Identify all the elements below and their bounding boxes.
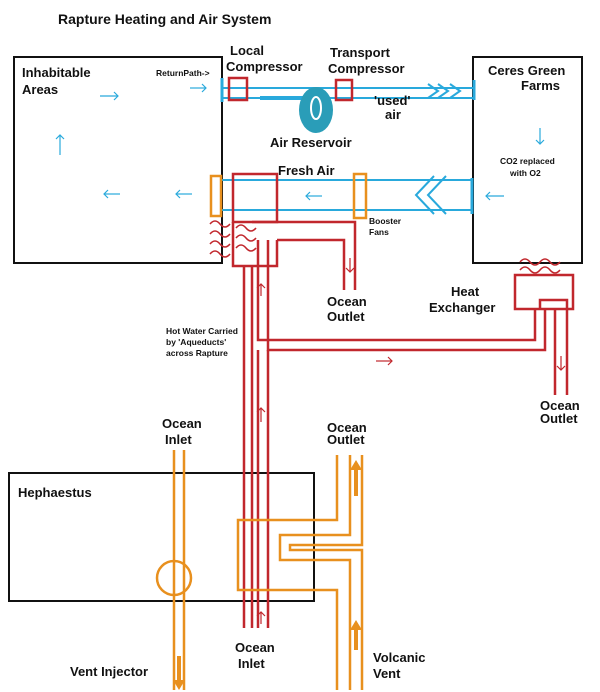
inhabitable-heating-coil bbox=[209, 220, 231, 258]
hot-water-label-3: across Rapture bbox=[166, 348, 228, 358]
return-path-label: ReturnPath-> bbox=[156, 68, 210, 78]
farm-heating-coil bbox=[519, 258, 561, 274]
vent-injector-pump bbox=[155, 559, 193, 597]
hephaestus-box bbox=[8, 472, 315, 602]
air-reservoir-tank bbox=[299, 87, 333, 133]
volcanic-vent-label-2: Vent bbox=[373, 666, 401, 681]
return-air-duct bbox=[220, 78, 476, 102]
co2-label-2: with O2 bbox=[509, 168, 541, 178]
used-air-label-2: air bbox=[385, 107, 401, 122]
transport-compressor-label-1: Transport bbox=[330, 45, 391, 60]
booster-fan-unit bbox=[352, 172, 368, 220]
fresh-air-duct bbox=[222, 175, 474, 215]
local-compressor-label-1: Local bbox=[230, 43, 264, 58]
fresh-air-label: Fresh Air bbox=[278, 163, 335, 178]
ceres-label-2: Farms bbox=[521, 78, 560, 93]
ocean-water-pipes bbox=[172, 450, 364, 690]
inhabitable-areas-label-2: Areas bbox=[22, 82, 58, 97]
ceres-green-farms-box bbox=[472, 56, 583, 264]
local-compressor-label-2: Compressor bbox=[226, 59, 303, 74]
ocean-outlet-bottom-label-2: Outlet bbox=[327, 432, 365, 447]
ocean-outlet-bottom-label-1: Ocean bbox=[327, 420, 367, 435]
ocean-outlet-right-label-1: Ocean bbox=[540, 398, 580, 413]
ceres-label-1: Ceres Green bbox=[488, 63, 565, 78]
hot-water-label-2: by 'Aqueducts' bbox=[166, 337, 226, 347]
hot-water-loop bbox=[231, 172, 575, 628]
heat-exchanger-label-1: Heat bbox=[451, 284, 480, 299]
inhabitable-intake-fan bbox=[209, 174, 223, 218]
inhabitable-areas-label-1: Inhabitable bbox=[22, 65, 91, 80]
transport-compressor-unit bbox=[334, 78, 354, 102]
ocean-outlet-mid-label-1: Ocean bbox=[327, 294, 367, 309]
vent-injector-label: Vent Injector bbox=[70, 664, 148, 679]
hephaestus-label: Hephaestus bbox=[18, 485, 92, 500]
ocean-inlet-top-label-1: Ocean bbox=[162, 416, 202, 431]
local-compressor-unit bbox=[227, 76, 249, 102]
flow-arrows bbox=[55, 83, 566, 690]
ocean-inlet-top-label-2: Inlet bbox=[165, 432, 192, 447]
heater-coil bbox=[235, 224, 257, 252]
air-reservoir-label: Air Reservoir bbox=[270, 135, 352, 150]
ocean-inlet-bottom-label-2: Inlet bbox=[238, 656, 265, 671]
booster-fans-label-1: Booster bbox=[369, 216, 402, 226]
diagram-title: Rapture Heating and Air System bbox=[58, 11, 271, 27]
co2-label-1: CO2 replaced bbox=[500, 156, 555, 166]
booster-fans-label-2: Fans bbox=[369, 227, 389, 237]
hot-water-label-1: Hot Water Carried bbox=[166, 326, 238, 336]
volcanic-vent-label-1: Volcanic bbox=[373, 650, 426, 665]
ocean-outlet-mid-label-2: Outlet bbox=[327, 309, 365, 324]
ocean-outlet-right-label-2: Outlet bbox=[540, 411, 578, 426]
used-air-label-1: 'used' bbox=[374, 93, 411, 108]
heat-exchanger-label-2: Exchanger bbox=[429, 300, 495, 315]
ocean-inlet-bottom-label-1: Ocean bbox=[235, 640, 275, 655]
inhabitable-areas-box bbox=[13, 56, 223, 264]
transport-compressor-label-2: Compressor bbox=[328, 61, 405, 76]
